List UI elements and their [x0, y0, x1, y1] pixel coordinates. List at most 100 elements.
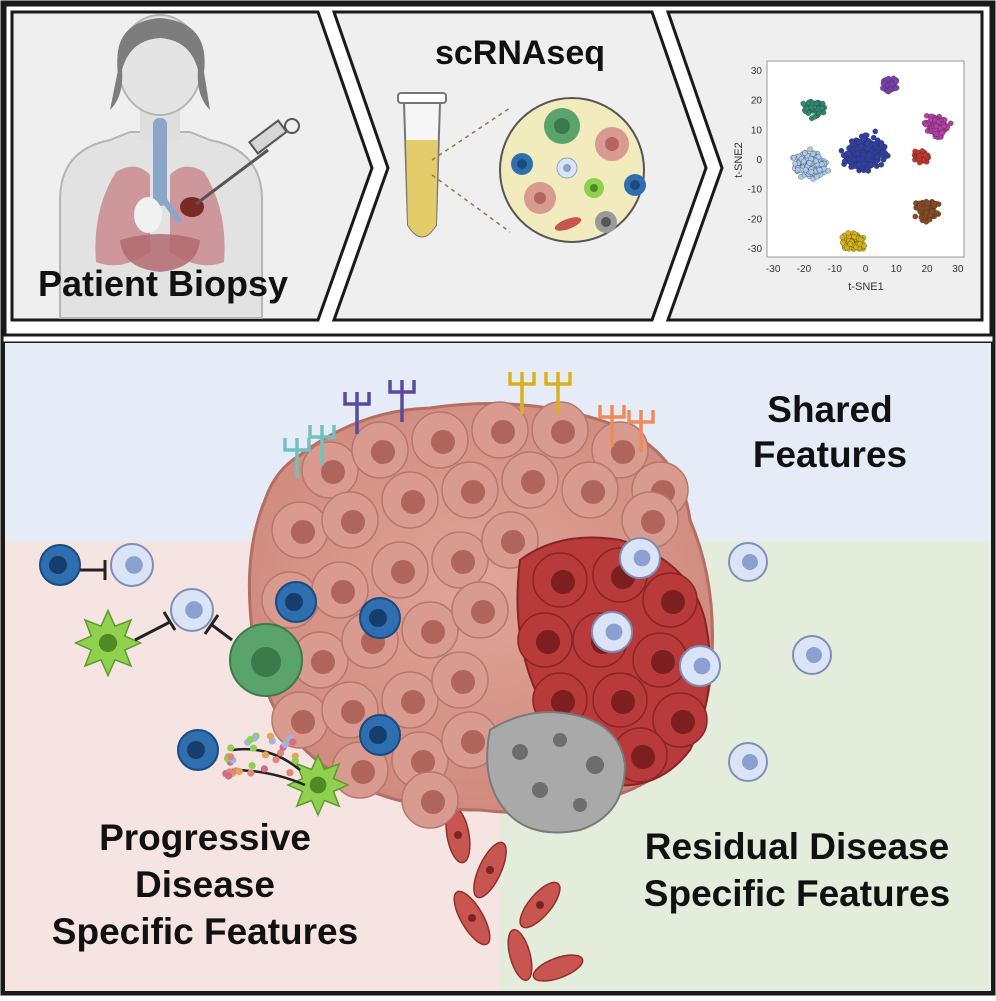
tsne-point: [939, 130, 945, 136]
biopsy-title: Patient Biopsy: [37, 263, 289, 304]
tumor-nucleus: [391, 560, 415, 584]
macrophage-nucleus: [251, 647, 281, 677]
residual-tumor-nucleus: [651, 650, 675, 674]
b-cell-nucleus: [369, 609, 387, 627]
tsne-xlabel: t-SNE1: [848, 281, 883, 293]
cytokine: [266, 732, 275, 740]
tsne-point: [881, 149, 888, 156]
cytokine: [272, 756, 280, 764]
t-cell-nucleus: [806, 647, 822, 663]
tsne-point: [923, 121, 929, 128]
cytokine: [281, 740, 289, 749]
tumor-nucleus: [311, 650, 335, 674]
tumor-nucleus: [291, 520, 315, 544]
tsne-point: [916, 205, 923, 211]
tsne-point: [839, 239, 846, 246]
t-cell-nucleus: [633, 549, 651, 567]
tsne-point: [816, 167, 823, 173]
cytokine: [277, 749, 285, 757]
tumor-nucleus: [331, 580, 355, 604]
tumor-nucleus: [581, 480, 605, 504]
tsne-point: [866, 151, 873, 158]
tsne-point: [819, 161, 825, 167]
tsne-point: [851, 156, 858, 163]
tsne-point: [860, 136, 867, 143]
dendritic-nucleus: [98, 633, 118, 653]
tumor-nucleus: [521, 470, 545, 494]
tsne-y-tick-label: 30: [751, 66, 763, 77]
tsne-point: [838, 147, 845, 154]
receptors: [283, 372, 655, 478]
tsne-point: [792, 160, 798, 167]
tsne-point: [924, 200, 931, 207]
cytokine: [224, 772, 233, 780]
cytokine: [246, 736, 254, 744]
residual-label-line1: Residual Disease: [644, 826, 950, 867]
tsne-point: [878, 161, 885, 168]
b-cell-nucleus: [369, 726, 387, 744]
cytokine: [286, 769, 294, 777]
t-cell-nucleus: [185, 601, 203, 619]
tsne-point: [845, 230, 852, 236]
tsne-point: [929, 208, 936, 215]
tsne-y-tick-label: 0: [756, 155, 762, 166]
scrnaseq-title: scRNAseq: [434, 34, 606, 72]
residual-tumor-nucleus: [551, 570, 575, 594]
progressive-label-line2: Disease: [135, 864, 275, 905]
tsne-point: [860, 152, 866, 158]
tumor-nucleus: [341, 510, 365, 534]
tumor-cells: [261, 401, 689, 829]
cytokine: [227, 744, 235, 752]
residual-tumor-nucleus: [671, 710, 695, 734]
tsne-y-tick-label: -10: [748, 185, 763, 196]
inhibition-arrows: [80, 560, 233, 642]
tsne-point: [810, 151, 816, 157]
tsne-x-tick-label: -30: [766, 264, 781, 275]
tumor-nucleus: [461, 730, 485, 754]
tumor-nucleus: [321, 460, 345, 484]
tumor-nucleus: [611, 440, 635, 464]
tumor-nucleus: [401, 490, 425, 514]
cytokine: [260, 765, 268, 773]
tsne-point: [864, 140, 870, 147]
tsne-point: [856, 139, 863, 145]
tumor-nucleus: [451, 550, 475, 574]
tsne-point: [808, 169, 815, 175]
tsne-point: [880, 157, 887, 163]
tsne-point: [841, 158, 848, 165]
tumor-nucleus: [491, 420, 515, 444]
tsne-point: [800, 100, 807, 107]
tsne-point: [871, 141, 878, 147]
tumor-nucleus: [471, 600, 495, 624]
tsne-point: [912, 213, 919, 220]
tsne-point: [870, 134, 877, 141]
tsne-point: [860, 161, 867, 167]
tumor-nucleus: [461, 480, 485, 504]
tumor-nucleus: [431, 430, 455, 454]
t-cell-nucleus: [693, 657, 711, 675]
tsne-point: [802, 166, 809, 173]
tsne-ylabel: t-SNE2: [733, 142, 745, 177]
residual-tumor-nucleus: [661, 590, 685, 614]
tsne-point: [814, 173, 820, 180]
tsne-point: [807, 146, 813, 153]
tsne-point: [885, 88, 891, 94]
cell-suspension-circle: [499, 97, 646, 243]
tsne-point: [885, 75, 892, 82]
tsne-y-tick-label: -20: [748, 214, 763, 225]
tsne-point: [872, 128, 879, 135]
tsne-point: [800, 158, 807, 165]
tsne-point: [934, 210, 940, 216]
tsne-point: [857, 241, 863, 247]
t-cell-nucleus: [742, 554, 758, 570]
tsne-y-tick-label: 20: [751, 96, 763, 107]
tumor-nucleus: [291, 710, 315, 734]
tsne-y-tick-label: 10: [751, 125, 763, 136]
tsne-point: [803, 105, 810, 112]
t-cell-nucleus: [742, 754, 758, 770]
tsne-point: [847, 241, 854, 247]
residual-label-line2: Specific Features: [643, 873, 951, 914]
cytokine: [248, 762, 256, 770]
tsne-point: [893, 85, 900, 91]
tumor-nucleus: [421, 790, 445, 814]
